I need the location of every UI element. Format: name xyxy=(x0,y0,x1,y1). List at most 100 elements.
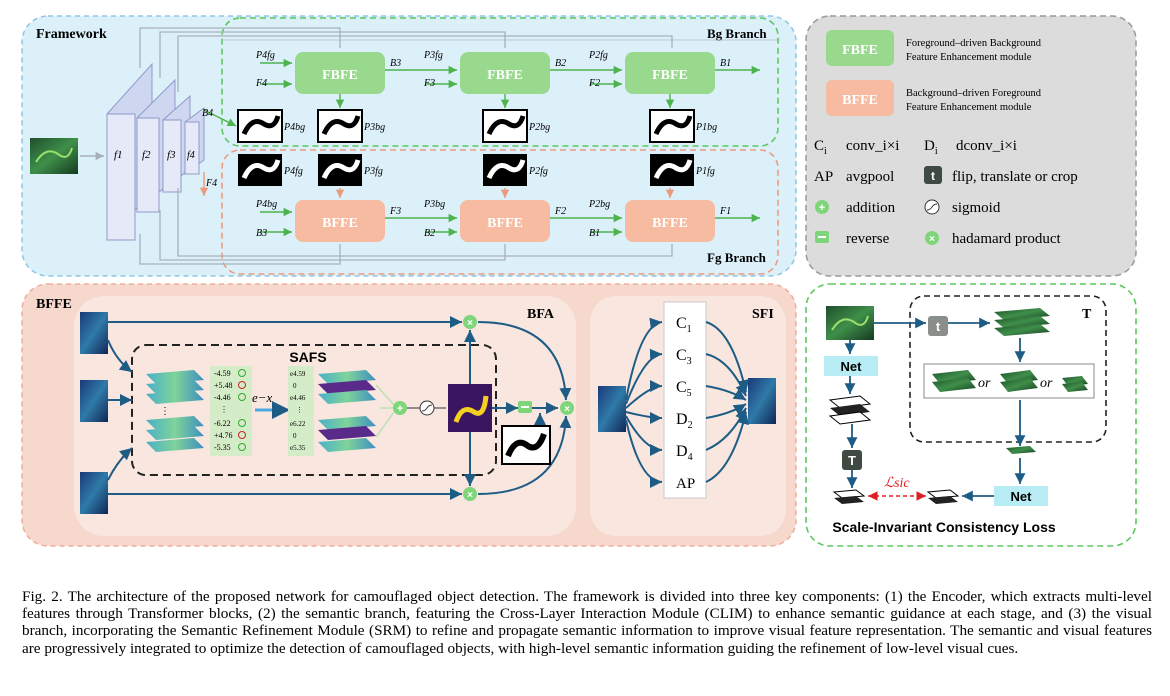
bffe-row: BFFE BFFE BFFE xyxy=(295,200,715,242)
svg-text:+: + xyxy=(819,202,825,214)
legend-fbfe-desc-2: Feature Enhancement module xyxy=(906,52,1032,63)
safs-output-stack xyxy=(318,370,376,452)
legend-bffe-desc-2: Feature Enhancement module xyxy=(906,102,1032,113)
bfa-hadamard-bottom xyxy=(463,487,477,501)
bg-map-label-2: P3bg xyxy=(363,122,385,133)
fg-map-3 xyxy=(483,154,527,186)
fbfe-row: FBFE FBFE FBFE xyxy=(295,52,715,94)
framework-panel xyxy=(21,15,797,277)
t-crop-sample xyxy=(1006,446,1036,454)
safs-value-3: -4.46 xyxy=(214,393,231,402)
legend-fbfe-desc-1: Foreground–driven Background xyxy=(906,38,1042,49)
top-input-3b: F2 xyxy=(588,78,600,89)
fg-map-4 xyxy=(650,154,694,186)
safs-exp-5: e6.22 xyxy=(290,420,306,428)
svg-text:×: × xyxy=(467,490,473,501)
bffe-label-1: BFFE xyxy=(322,216,358,231)
bg-map-1 xyxy=(237,109,283,143)
safs-value-6: +4.76 xyxy=(214,431,233,440)
top-side-label: B4 xyxy=(202,108,213,119)
legend-fbfe-label: FBFE xyxy=(842,43,878,58)
fg-map-label-2: P3fg xyxy=(363,166,383,177)
bffe-input-2 xyxy=(80,380,108,422)
legend-bffe-swatch xyxy=(826,80,894,116)
fg-map-label-3: P2fg xyxy=(528,166,548,177)
safs-exp-column xyxy=(288,366,314,456)
t-panel-title: T xyxy=(1082,307,1092,322)
safs-exp-6: 0 xyxy=(293,432,297,440)
svg-text:×: × xyxy=(929,234,935,245)
t-net-top xyxy=(824,356,878,376)
bfa-region xyxy=(74,296,576,536)
fbfe-block-2 xyxy=(460,52,550,94)
legend-addition: addition xyxy=(846,200,896,216)
svg-text:+: + xyxy=(397,403,403,415)
bg-map-label-4: P1bg xyxy=(695,122,717,133)
t-net-top-label: Net xyxy=(841,359,863,374)
bg-map-4 xyxy=(649,109,695,143)
bg-branch-box xyxy=(221,17,779,147)
t-transform-icon-left xyxy=(842,450,862,470)
fbfe-block-3 xyxy=(625,52,715,94)
svg-text:t: t xyxy=(931,169,935,183)
legend-ci: Ci xyxy=(814,138,827,157)
bffe-input-3 xyxy=(80,472,108,514)
encoder-label-f4: f4 xyxy=(187,150,195,161)
bffe-label-3: BFFE xyxy=(652,216,688,231)
top-input-2a: P3fg xyxy=(423,50,443,61)
sfi-op-ap: AP xyxy=(676,476,695,492)
t-net-bottom-label: Net xyxy=(1011,489,1033,504)
architecture-diagram: Framework Bg Branch Fg Branch f1 f2 f3 f… xyxy=(21,15,1137,547)
svg-text:×: × xyxy=(467,318,473,329)
safs-value-2: +5.48 xyxy=(214,381,233,390)
t-transform-box xyxy=(909,295,1107,443)
safs-title: SAFS xyxy=(289,349,326,365)
legend-avgpool: avgpool xyxy=(846,169,894,185)
bffe-block-1 xyxy=(295,200,385,242)
safs-value-1: -4.59 xyxy=(214,369,231,378)
legend-t-desc: flip, translate or crop xyxy=(952,169,1078,185)
fg-map-1 xyxy=(238,154,282,186)
bffe-input-1 xyxy=(80,312,108,354)
safs-exp-4: ⋮ xyxy=(296,406,303,414)
bffe-label-2: BFFE xyxy=(487,216,523,231)
sfi-title: SFI xyxy=(752,307,774,322)
safs-exp-3: e4.46 xyxy=(290,394,306,402)
addition-icon xyxy=(815,200,829,214)
bg-map-label-1: P4bg xyxy=(283,122,305,133)
t-loss-label: ℒsic xyxy=(884,476,910,491)
bottom-input-3a: P2bg xyxy=(588,199,610,210)
safs-exp-1: e4.59 xyxy=(290,370,306,378)
legend-dconv: dconv_i×i xyxy=(956,138,1017,154)
bg-map-2 xyxy=(317,109,363,143)
fg-map-row: P4fg P3fg P2fg P1fg xyxy=(238,154,715,186)
bottom-input-2a: P3bg xyxy=(423,199,445,210)
t-left-output xyxy=(832,489,866,504)
encoder-stack: f1 f2 f3 f4 xyxy=(106,62,205,242)
t-small-icon xyxy=(928,316,948,336)
bffe-detail-title: BFFE xyxy=(36,297,72,312)
top-output-1: B3 xyxy=(390,58,401,69)
legend-sigmoid: sigmoid xyxy=(952,200,1001,216)
t-icon xyxy=(924,166,942,184)
safs-ellipsis: ⋮ xyxy=(160,406,170,417)
bottom-output-1: F3 xyxy=(389,206,401,217)
t-augmented-stack xyxy=(994,308,1050,336)
t-input-image xyxy=(826,306,874,340)
fg-map-label-1: P4fg xyxy=(283,166,303,177)
legend-fbfe-swatch xyxy=(826,30,894,66)
svg-text:×: × xyxy=(564,404,570,415)
top-output-2: B2 xyxy=(555,58,566,69)
t-net-bottom xyxy=(994,486,1048,506)
t-transform-label: T xyxy=(848,453,856,468)
safs-exp-2: 0 xyxy=(293,382,297,390)
t-or-1: or xyxy=(978,376,991,391)
bg-map-label-3: P2bg xyxy=(528,122,550,133)
framework-title: Framework xyxy=(36,27,107,42)
bottom-input-1a: P4bg xyxy=(255,199,277,210)
bffe-block-3 xyxy=(625,200,715,242)
top-input-2b: F3 xyxy=(423,78,435,89)
sfi-output xyxy=(748,378,776,424)
safs-value-4: ⋮ xyxy=(220,405,228,414)
